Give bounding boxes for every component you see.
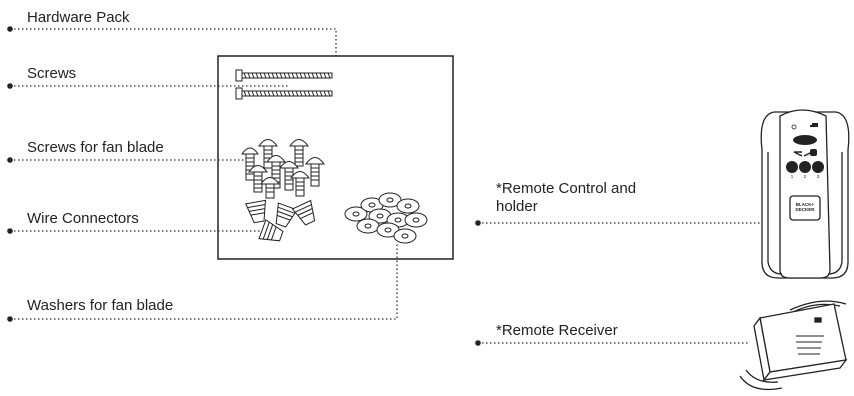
- brand-line-1: BLACK+: [795, 202, 815, 207]
- long-screws: [235, 69, 333, 100]
- label-screws: Screws: [27, 65, 77, 82]
- label-screws-fan-blade: Screws for fan blade: [27, 139, 164, 156]
- fan-blade-screws: [241, 139, 325, 199]
- remote-receiver: [739, 300, 848, 391]
- brand-line-2: DECKER: [795, 207, 815, 212]
- label-remote-receiver: *Remote Receiver: [496, 322, 618, 339]
- label-remote-control: *Remote Control and holder: [496, 180, 637, 215]
- remote-brand-logo: BLACK+ DECKER: [790, 202, 820, 212]
- hardware-pack-box: [217, 55, 454, 260]
- label-washers-fan-blade: Washers for fan blade: [27, 297, 174, 314]
- wire-connectors: [245, 199, 316, 242]
- remote-button-number-1: 1: [790, 174, 794, 179]
- washers: [344, 192, 428, 244]
- leader-washers: [10, 242, 398, 320]
- label-hardware-pack: Hardware Pack: [27, 9, 130, 26]
- remote-button-number-3: 3: [816, 174, 820, 179]
- label-wire-connectors: Wire Connectors: [27, 210, 139, 227]
- remote-button-number-2: 2: [803, 174, 807, 179]
- leader-hardware-pack: [10, 28, 337, 56]
- remote-buttons: [786, 123, 824, 173]
- remote-control-holder: [760, 109, 850, 279]
